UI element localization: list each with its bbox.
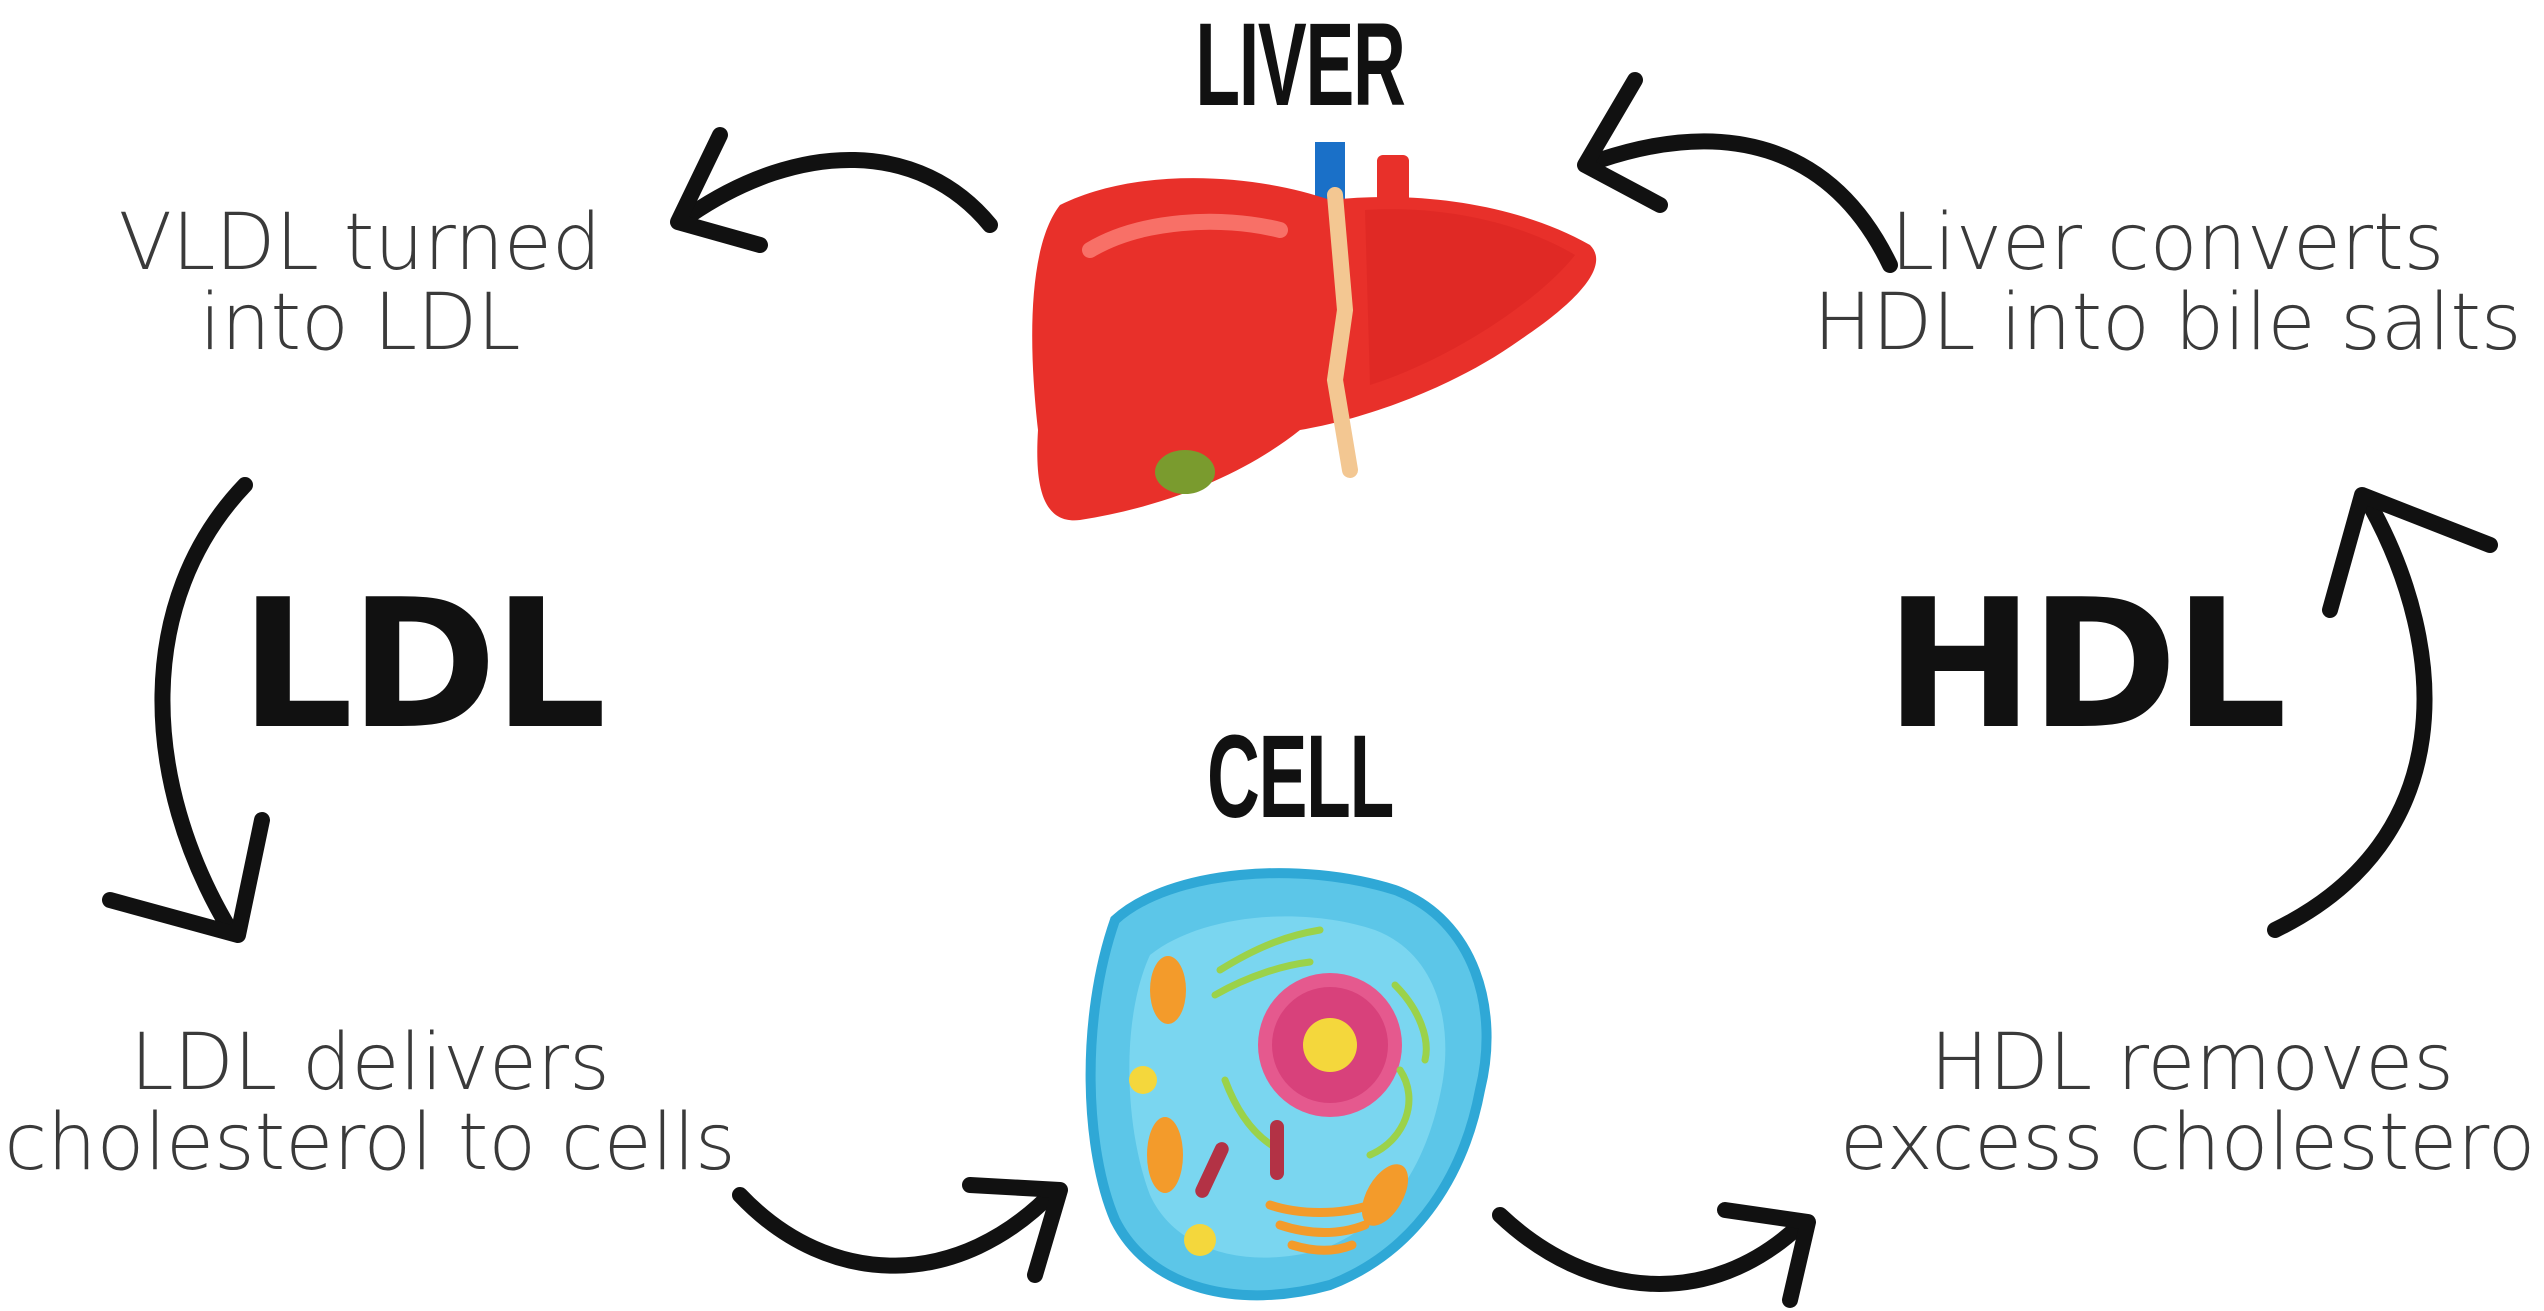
curved-arrow-icon [1585, 80, 1890, 265]
animal-cell-icon [1091, 873, 1487, 1295]
liver-icon [1032, 142, 1596, 520]
curved-arrow-icon [1500, 1210, 1808, 1300]
curved-arrow-icon [740, 1185, 1060, 1275]
curved-arrow-icon [110, 485, 262, 935]
curved-arrow-icon [2275, 495, 2490, 930]
curved-arrow-icon [678, 135, 990, 245]
